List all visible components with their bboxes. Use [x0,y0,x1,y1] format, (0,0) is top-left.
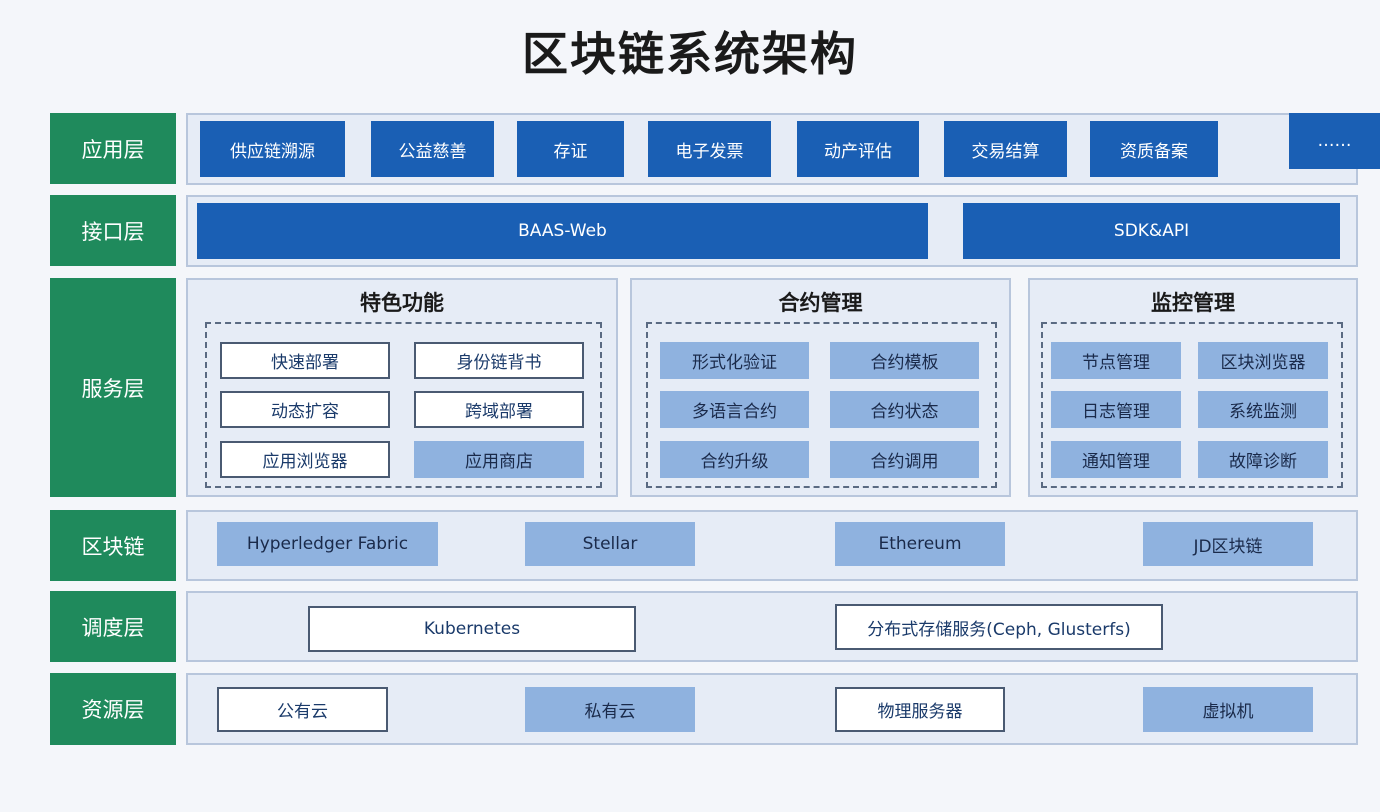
contract-formal-verify: 形式化验证 [660,342,809,379]
app-item-supply-chain: 供应链溯源 [200,121,345,177]
contract-invoke: 合约调用 [830,441,979,478]
resource-physical-server: 物理服务器 [835,687,1005,732]
feature-app-store: 应用商店 [414,441,584,478]
app-item-asset-evaluation: 动产评估 [797,121,919,177]
monitor-block-explorer: 区块浏览器 [1198,342,1328,379]
app-item-more: …… [1289,113,1380,169]
interface-baas-web: BAAS-Web [197,203,928,259]
feature-dashed-group [205,322,602,488]
monitor-system-monitoring: 系统监测 [1198,391,1328,428]
service-panel-contract-title: 合约管理 [778,291,863,315]
resource-private-cloud: 私有云 [525,687,695,732]
monitor-log-management: 日志管理 [1051,391,1181,428]
layer-label-service: 服务层 [50,278,176,497]
feature-fast-deploy: 快速部署 [220,342,390,379]
schedule-kubernetes: Kubernetes [308,606,636,652]
layer-label-schedule: 调度层 [50,591,176,662]
feature-dynamic-scale: 动态扩容 [220,391,390,428]
resource-public-cloud: 公有云 [217,687,388,732]
diagram-title: 区块链系统架构 [522,27,858,81]
monitor-fault-diagnosis: 故障诊断 [1198,441,1328,478]
feature-cross-domain: 跨域部署 [414,391,584,428]
contract-template: 合约模板 [830,342,979,379]
layer-label-resource: 资源层 [50,673,176,745]
contract-status: 合约状态 [830,391,979,428]
chain-hyperledger-fabric: Hyperledger Fabric [217,522,438,566]
monitor-dashed-group [1041,322,1343,488]
chain-ethereum: Ethereum [835,522,1005,566]
interface-sdk-api: SDK&API [963,203,1340,259]
app-item-settlement: 交易结算 [944,121,1067,177]
layer-label-chain: 区块链 [50,510,176,581]
chain-stellar: Stellar [525,522,695,566]
service-panel-feature-title: 特色功能 [360,291,444,315]
app-item-charity: 公益慈善 [371,121,494,177]
app-item-evidence: 存证 [517,121,624,177]
contract-multi-language: 多语言合约 [660,391,809,428]
monitor-notification: 通知管理 [1051,441,1181,478]
resource-virtual-machine: 虚拟机 [1143,687,1313,732]
app-item-qualification: 资质备案 [1090,121,1218,177]
app-item-invoice: 电子发票 [648,121,771,177]
service-panel-monitor-title: 监控管理 [1151,291,1235,315]
chain-jd-blockchain: JD区块链 [1143,522,1313,566]
layer-label-app: 应用层 [50,113,176,184]
schedule-distributed-storage: 分布式存储服务(Ceph, Glusterfs) [835,604,1163,650]
monitor-node-management: 节点管理 [1051,342,1181,379]
feature-identity-endorse: 身份链背书 [414,342,584,379]
layer-label-interface: 接口层 [50,195,176,266]
contract-dashed-group [646,322,997,488]
feature-app-browser: 应用浏览器 [220,441,390,478]
contract-upgrade: 合约升级 [660,441,809,478]
